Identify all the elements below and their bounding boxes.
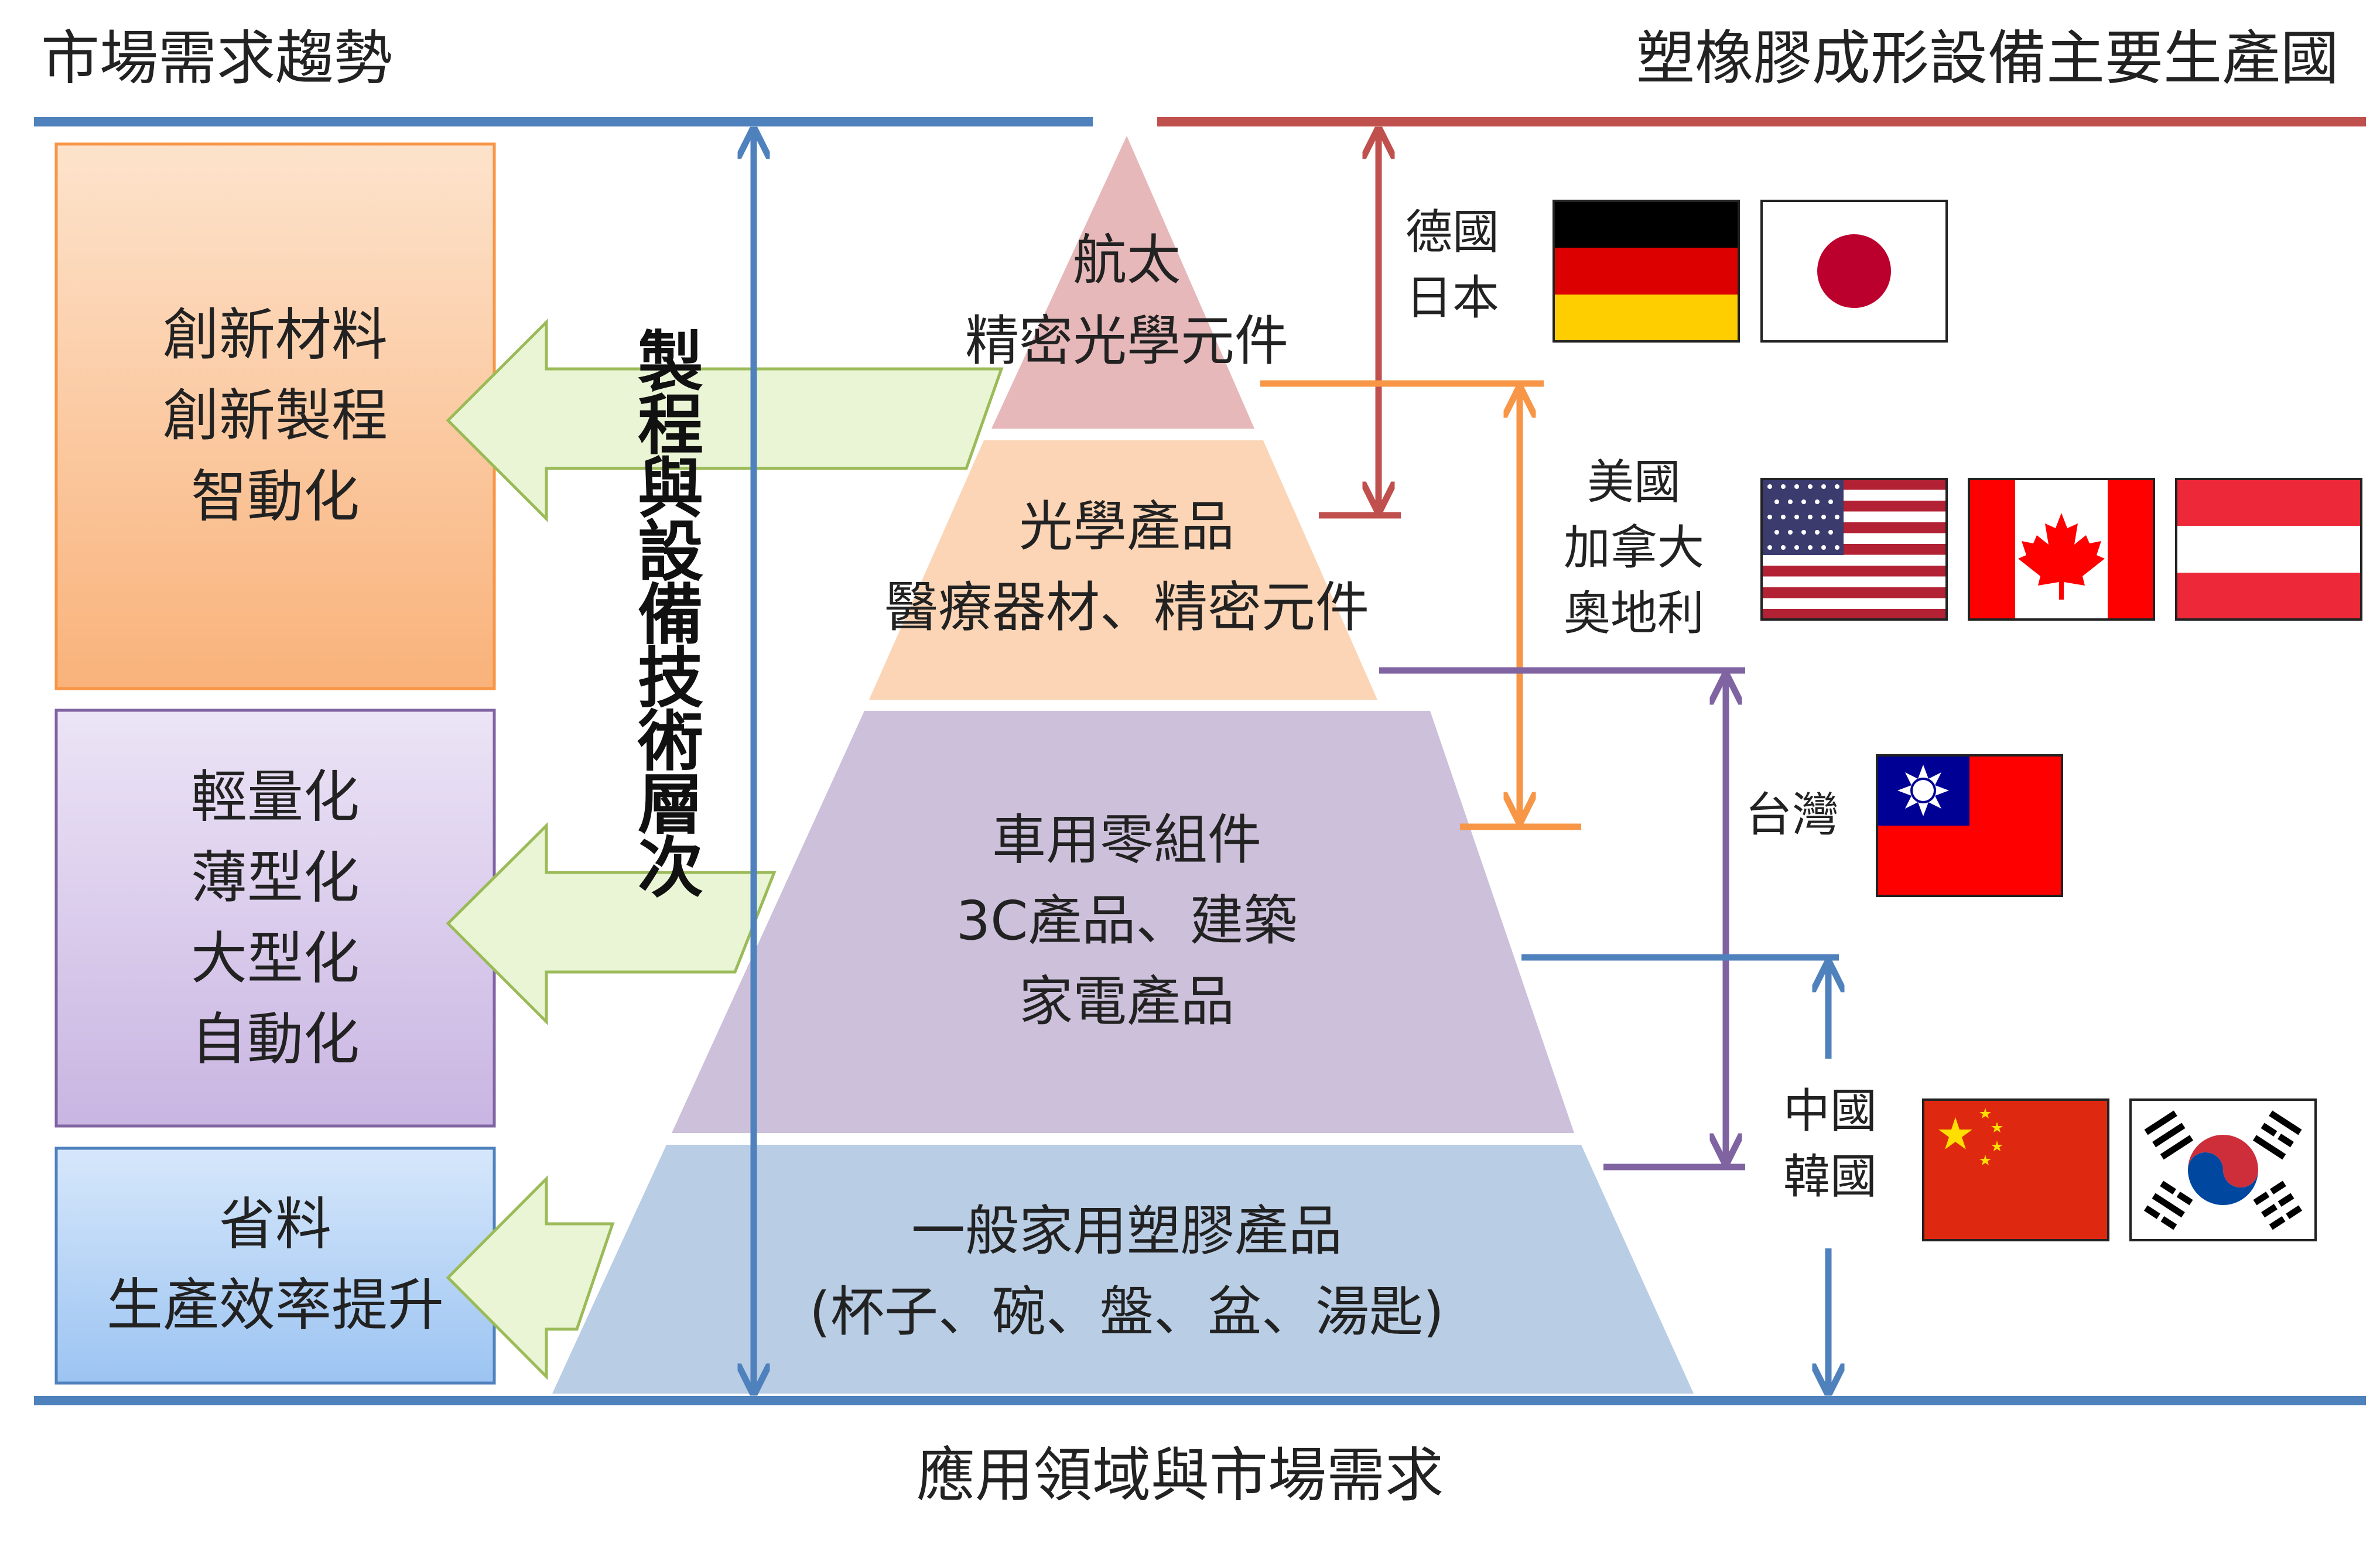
trend-box-1: [54, 142, 496, 690]
pyramid-level-3: [672, 711, 1574, 1133]
trend-box-3: [54, 1147, 496, 1385]
japan-flag: [1760, 200, 1948, 343]
usa-flag: [1760, 478, 1948, 621]
austria-flag: [2175, 478, 2362, 621]
country-group-4-label: 中國 韓國: [1783, 1079, 1877, 1210]
korea-flag: [2129, 1098, 2317, 1241]
taiwan-flag: [1876, 754, 2063, 897]
green-arrow-2: [446, 822, 777, 1026]
canada-flag: [1968, 478, 2155, 621]
pyramid-level-4: [552, 1145, 1694, 1394]
left-heading: 市場需求趨勢: [41, 24, 392, 93]
country-group-3-label: 台灣: [1745, 788, 1839, 842]
trend-box-2-text: 輕量化 薄型化 大型化 自動化: [191, 764, 360, 1072]
bottom-heading: 應用領域與市場需求: [917, 1441, 1444, 1510]
trend-box-3-text: 省料 生產效率提升: [107, 1192, 444, 1338]
trend-box-2: [54, 709, 496, 1128]
china-flag: [1922, 1098, 2109, 1241]
pyramid-level-2-text: 光學產品 醫療器材、精密元件: [884, 495, 1369, 639]
germany-flag: [1553, 200, 1740, 343]
pyramid-level-1-text: 航太 精密光學元件: [965, 229, 1288, 372]
trend-box-1-text: 創新材料 創新製程 智動化: [163, 302, 388, 529]
country-group-1-label: 德國 日本: [1406, 205, 1499, 325]
pyramid-level-2: [869, 440, 1377, 700]
pyramid-level-3-text: 車用零組件 3C產品、建築 家電產品: [956, 809, 1298, 1033]
right-heading: 塑橡膠成形設備主要生產國: [1636, 24, 2339, 93]
country-group-2-label: 美國 加拿大 奧地利: [1564, 455, 1704, 641]
pyramid-level-1: [991, 136, 1254, 429]
process-equipment-level-label: 製 程 與 設 備 技 術 層 次: [638, 324, 703, 906]
pyramid-level-4-text: 一般家用塑膠產品 (杯子、碗、盤、盆、湯匙): [809, 1200, 1444, 1343]
green-arrow-1: [446, 318, 1004, 523]
green-arrow-3: [446, 1175, 615, 1381]
